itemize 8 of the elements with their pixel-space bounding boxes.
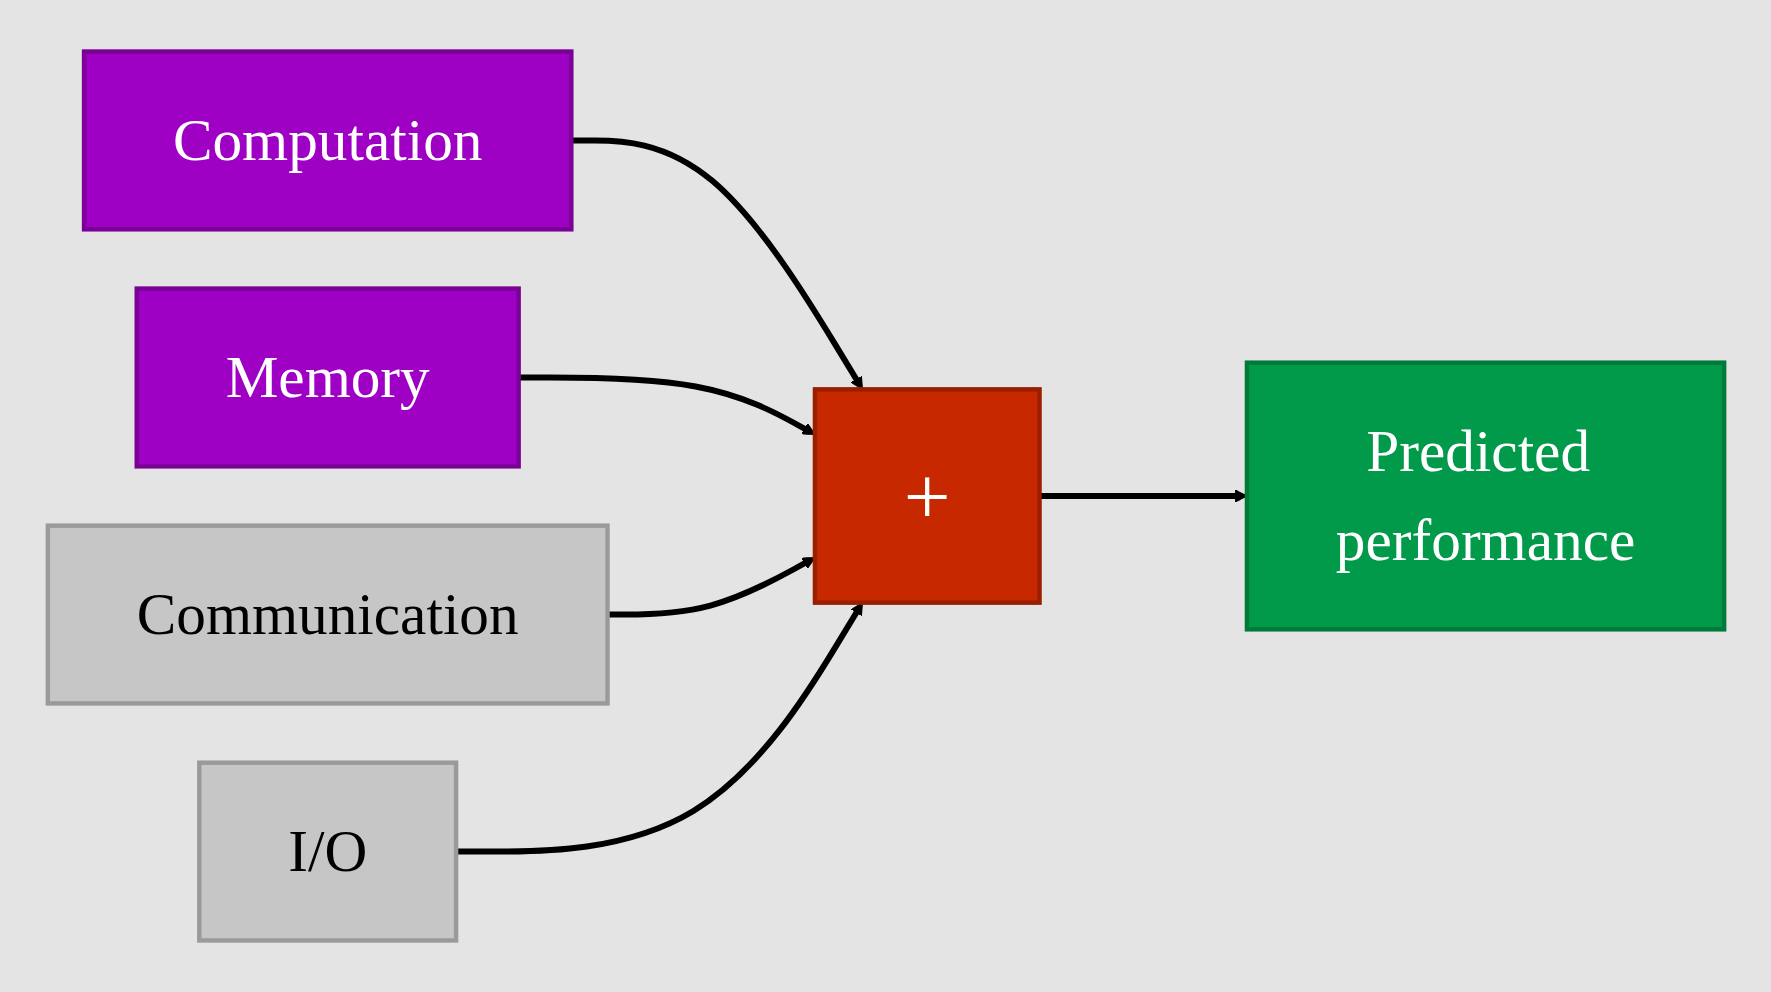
- node-box: Communication: [45, 523, 610, 706]
- node-box: Computation: [81, 49, 574, 232]
- arrow: [607, 557, 816, 618]
- node-box: I/O: [196, 760, 458, 943]
- node-box: Predicted performance: [1244, 360, 1726, 632]
- node-box: +: [812, 387, 1042, 605]
- node-box: Memory: [134, 286, 521, 469]
- arrow: [518, 374, 816, 435]
